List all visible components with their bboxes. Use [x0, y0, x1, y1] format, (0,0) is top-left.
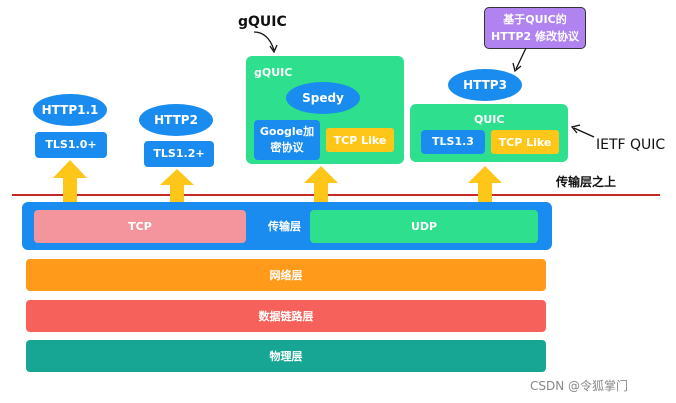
google-crypto-line-2: 密协议	[270, 141, 304, 154]
http2-pill: HTTP2	[139, 104, 213, 136]
tls12-box: TLS1.2+	[144, 141, 214, 167]
tls10-box: TLS1.0+	[35, 132, 107, 158]
google-crypto-box: Google加 密协议	[254, 120, 320, 160]
google-crypto-line-1: Google加	[259, 125, 315, 138]
network-layer-bar: 网络层	[26, 259, 546, 291]
tcp-box: TCP	[34, 210, 246, 243]
above-transport-label: 传输层之上	[556, 175, 617, 189]
ietf-quic-label: IETF QUIC	[596, 137, 666, 153]
csdn-watermark: CSDN @令狐掌门	[530, 379, 629, 393]
http2-over-quic-callout: 基于QUIC的 HTTP2 修改协议	[484, 7, 586, 49]
ietf-pointer-arrow	[570, 124, 595, 138]
http11-pill: HTTP1.1	[33, 94, 107, 126]
callout-line-1: 基于QUIC的	[503, 13, 567, 26]
transport-divider-line	[12, 194, 660, 196]
physical-layer-bar: 物理层	[26, 340, 546, 372]
tcp-like-box-1: TCP Like	[326, 128, 394, 152]
up-arrow-tcp-1	[53, 160, 87, 204]
gquic-pointer-arrow	[253, 31, 278, 54]
spedy-pill: Spedy	[286, 82, 360, 114]
udp-box: UDP	[310, 210, 538, 243]
up-arrow-tcp-2	[160, 169, 194, 205]
up-arrow-udp-2	[468, 166, 502, 206]
http3-pill: HTTP3	[448, 69, 522, 101]
callout-line-2: HTTP2 修改协议	[490, 30, 579, 43]
datalink-layer-bar: 数据链路层	[26, 300, 546, 332]
transport-layer-label: 传输层	[268, 220, 301, 233]
callout-arrow	[512, 47, 527, 73]
tcp-like-box-2: TCP Like	[491, 130, 559, 154]
tls13-box: TLS1.3	[421, 130, 485, 154]
gquic-panel-label: gQUIC	[254, 66, 293, 79]
up-arrow-udp-1	[304, 166, 338, 206]
quic-panel-label: QUIC	[474, 113, 505, 126]
gquic-title-label: gQUIC	[238, 14, 287, 30]
